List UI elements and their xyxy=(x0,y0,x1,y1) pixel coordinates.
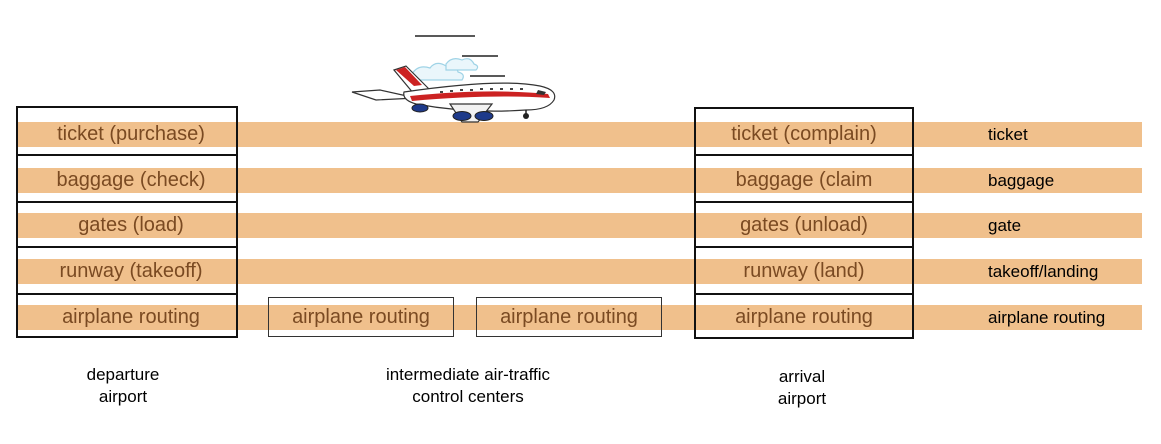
caption-line: airport xyxy=(98,387,148,406)
layer-name-gate: gate xyxy=(988,216,1022,235)
departure-layer-gates: gates (load) xyxy=(78,214,184,236)
departure-layer-routing: airplane routing xyxy=(62,306,200,328)
arrival-airport-stack xyxy=(694,107,914,339)
arrival-layer-baggage: baggage (claim xyxy=(735,169,873,191)
departure-layer-runway: runway (takeoff) xyxy=(59,260,203,282)
atc-center-box xyxy=(268,297,454,337)
arrival-layer-gates: gates (unload) xyxy=(740,214,868,236)
atc-routing-label: airplane routing xyxy=(500,306,638,328)
arrival-divider xyxy=(696,154,912,156)
caption-line: intermediate air-traffic xyxy=(385,365,551,384)
caption-line: arrival xyxy=(778,367,826,386)
departure-divider xyxy=(18,154,236,156)
arrival-divider xyxy=(696,201,912,203)
departure-divider xyxy=(18,293,236,295)
layer-name-ticket: ticket xyxy=(988,125,1028,144)
departure-airport-stack xyxy=(16,106,238,338)
caption-line: departure xyxy=(86,365,160,384)
layer-name-airplane-routing: airplane routing xyxy=(988,308,1106,327)
arrival-divider xyxy=(696,293,912,295)
band-ticket xyxy=(16,122,1142,147)
arrival-divider xyxy=(696,246,912,248)
departure-layer-baggage: baggage (check) xyxy=(56,169,206,191)
arrival-layer-runway: runway (land) xyxy=(743,260,865,282)
departure-layer-ticket: ticket (purchase) xyxy=(57,123,205,145)
band-gate xyxy=(16,213,1142,238)
layer-name-baggage: baggage xyxy=(988,171,1055,190)
caption-line: airport xyxy=(777,389,827,408)
airplane-icon xyxy=(351,35,556,123)
band-takeoff-landing xyxy=(16,259,1142,284)
departure-divider xyxy=(18,246,236,248)
band-airplane-routing xyxy=(16,305,1142,330)
caption-line: control centers xyxy=(412,387,524,406)
arrival-airport-caption: arrival airport xyxy=(720,366,884,410)
departure-divider xyxy=(18,201,236,203)
atc-routing-label: airplane routing xyxy=(292,306,430,328)
atc-center-box xyxy=(476,297,662,337)
layer-name-takeoff-landing: takeoff/landing xyxy=(988,262,1099,281)
band-baggage xyxy=(16,168,1142,193)
intermediate-caption: intermediate air-traffic control centers xyxy=(338,364,598,408)
arrival-layer-ticket: ticket (complain) xyxy=(731,123,877,145)
arrival-layer-routing: airplane routing xyxy=(735,306,873,328)
departure-airport-caption: departure airport xyxy=(40,364,206,408)
